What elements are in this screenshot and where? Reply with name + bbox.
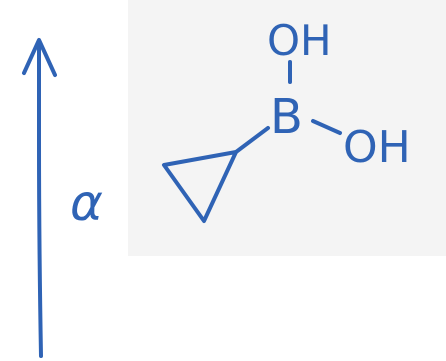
hydroxyl-right: OH <box>343 122 411 173</box>
cyclopropyl-ring <box>162 150 238 223</box>
paper-highlight <box>128 0 446 256</box>
bond-ring-to-boron <box>234 126 270 154</box>
boron-atom: B <box>270 89 303 145</box>
alpha-symbol: α <box>70 174 103 232</box>
vertical-arrow-head <box>22 38 57 77</box>
hydroxyl-top: OH <box>267 16 332 65</box>
bond-boron-to-oh-right <box>311 119 342 135</box>
vertical-arrow-shaft <box>36 40 43 358</box>
